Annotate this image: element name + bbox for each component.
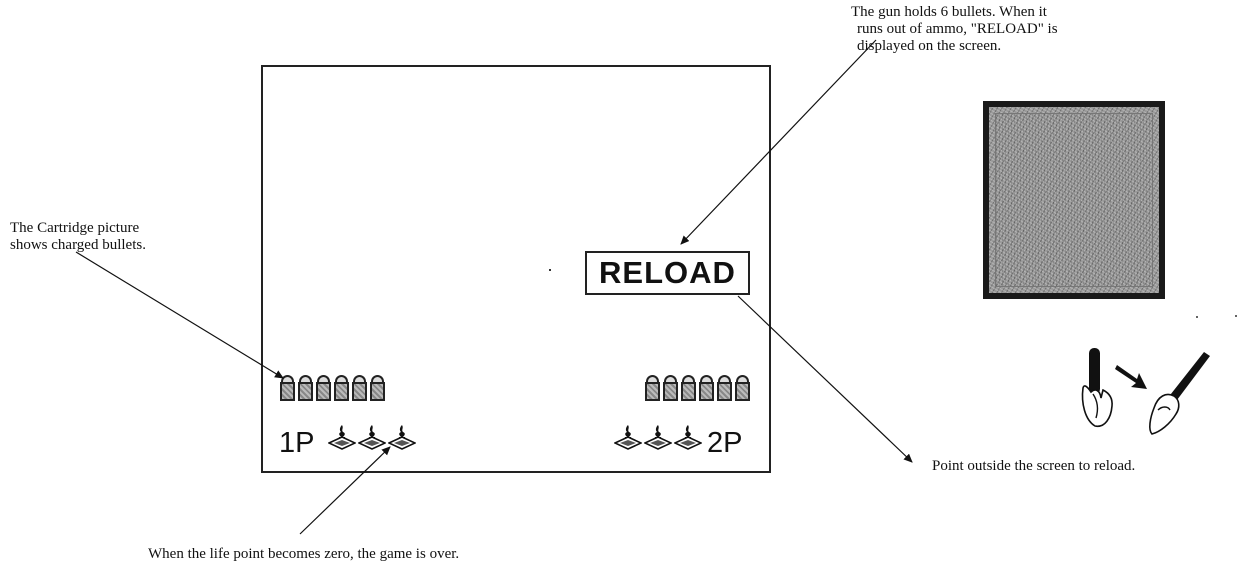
player2-ammo	[645, 375, 750, 401]
bullet-cartridge-icon	[280, 375, 295, 401]
game-over-note: When the life point becomes zero, the ga…	[148, 546, 460, 562]
speck	[1235, 315, 1237, 317]
bullet-cartridge-icon	[681, 375, 696, 401]
reload-indicator: RELOAD	[585, 251, 750, 295]
cartridge-note: The Cartridge picture shows charged bull…	[10, 220, 146, 254]
bullet-cartridge-icon	[352, 375, 367, 401]
offscreen-monitor	[983, 101, 1165, 299]
player1-lives	[327, 424, 417, 450]
hand-gun-out-icon	[1149, 352, 1210, 435]
gun-capacity-note: The gun holds 6 bullets. When it runs ou…	[851, 4, 1058, 55]
life-point-icon	[327, 424, 357, 450]
speck	[1196, 316, 1198, 318]
bullet-cartridge-icon	[717, 375, 732, 401]
gun-capacity-line-2: runs out of ammo, "RELOAD" is	[857, 21, 1058, 37]
gun-capacity-line-1: The gun holds 6 bullets. When it	[851, 4, 1047, 20]
life-point-icon	[643, 424, 673, 450]
reload-label: RELOAD	[599, 255, 736, 290]
monitor-static	[995, 113, 1153, 287]
life-point-icon	[673, 424, 703, 450]
bullet-cartridge-icon	[663, 375, 678, 401]
hand-gun-down-icon	[1081, 348, 1113, 428]
bullet-cartridge-icon	[699, 375, 714, 401]
life-point-icon	[613, 424, 643, 450]
player2-label: 2P	[707, 427, 743, 459]
cartridge-line-2: shows charged bullets.	[10, 237, 146, 253]
bullet-cartridge-icon	[298, 375, 313, 401]
bullet-cartridge-icon	[316, 375, 331, 401]
bullet-cartridge-icon	[370, 375, 385, 401]
player1-label: 1P	[279, 427, 315, 459]
screen-dot	[549, 269, 551, 271]
life-point-icon	[387, 424, 417, 450]
reload-instruction-note: Point outside the screen to reload.	[932, 458, 1136, 474]
bullet-cartridge-icon	[645, 375, 660, 401]
bullet-cartridge-icon	[735, 375, 750, 401]
gun-capacity-line-3: displayed on the screen.	[857, 38, 1002, 54]
player1-ammo	[280, 375, 385, 401]
cartridge-line-1: The Cartridge picture	[10, 220, 140, 236]
player2-lives	[613, 424, 703, 450]
life-point-icon	[357, 424, 387, 450]
bullet-cartridge-icon	[334, 375, 349, 401]
arrow-right-down-icon	[1115, 365, 1147, 389]
leader-cartridge	[75, 251, 284, 379]
